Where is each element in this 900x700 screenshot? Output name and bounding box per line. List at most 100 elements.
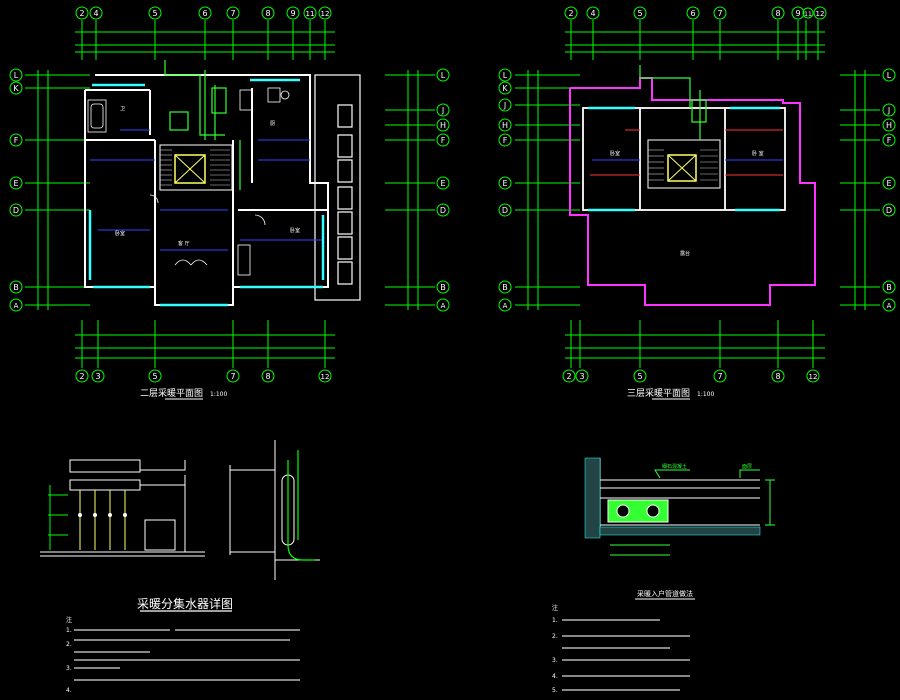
floor-detail-title: 采暖入户管道做法 (637, 589, 693, 598)
axis-bubble: 8 (771, 6, 785, 20)
axis-bubble: D (498, 203, 512, 217)
svg-text:B: B (13, 283, 19, 292)
plan2-title: 二层采暖平面图 (140, 387, 203, 399)
svg-text:B: B (440, 283, 446, 292)
svg-text:7: 7 (230, 372, 235, 381)
floor-label-concrete: 细石混凝土 (662, 463, 687, 470)
svg-text:J: J (441, 106, 444, 115)
svg-text:D: D (13, 206, 19, 215)
svg-text:6: 6 (690, 9, 695, 18)
svg-text:8: 8 (775, 372, 780, 381)
axis-bubble: 6 (686, 6, 700, 20)
axis-bubble: 7 (226, 6, 240, 20)
axis-bubble: 4 (586, 6, 600, 20)
svg-text:H: H (502, 121, 508, 130)
svg-text:3.: 3. (552, 657, 558, 664)
svg-text:8: 8 (775, 9, 780, 18)
axis-bubble: A (498, 298, 512, 312)
plan2-windows (88, 78, 325, 307)
plan3-stair-core (647, 139, 721, 189)
svg-text:6: 6 (202, 9, 207, 18)
plan2-drawing: 2 4 5 6 7 8 9 11 12 L K F E D (9, 6, 450, 400)
axis-bubble: 3 (575, 369, 589, 383)
svg-text:F: F (14, 136, 19, 145)
svg-text:A: A (503, 302, 508, 310)
svg-text:B: B (886, 283, 892, 292)
svg-text:11: 11 (804, 11, 812, 18)
axis-bubble: 5 (633, 6, 647, 20)
plan3-scale: 1:100 (697, 391, 714, 398)
axis-bubble: L (436, 68, 450, 82)
manifold-notes: 注 1. 2. 3. 4. (66, 616, 72, 694)
axis-bubble: L (9, 68, 23, 82)
svg-text:注: 注 (66, 616, 72, 624)
floor-label-surface: 面层 (742, 464, 752, 470)
axis-bubble: B (436, 280, 450, 294)
svg-text:A: A (441, 302, 446, 310)
plan2-blue-pipes (90, 129, 322, 251)
axis-bubble: H (882, 118, 896, 132)
axis-bubble: E (882, 176, 896, 190)
axis-bubble: 9 (791, 6, 805, 20)
plan2-right-axis-bubbles: L J H F E D B A (436, 68, 450, 312)
axis-bubble: 9 (286, 6, 300, 20)
axis-bubble: 6 (198, 6, 212, 20)
svg-text:E: E (502, 179, 507, 188)
manifold-note-text-lines (74, 629, 300, 681)
axis-bubble: 5 (633, 369, 647, 383)
floor-notes: 注 1. 2. 3. 4. 5. (552, 604, 558, 694)
svg-text:H: H (440, 121, 446, 130)
axis-bubble: 11 (802, 7, 814, 19)
svg-text:B: B (502, 283, 508, 292)
axis-bubble: J (498, 98, 512, 112)
axis-bubble: 5 (148, 369, 162, 383)
room-label: 卧室 (290, 227, 300, 234)
plan2-right-dimensions (385, 70, 435, 310)
plan3-red-pipes (590, 129, 783, 176)
svg-text:12: 12 (816, 10, 825, 18)
axis-bubble: L (882, 68, 896, 82)
plan2-top-axis-lines (81, 20, 326, 60)
svg-text:12: 12 (321, 10, 330, 18)
svg-text:12: 12 (809, 373, 818, 381)
axis-bubble: 12 (318, 369, 332, 383)
svg-text:1.: 1. (552, 617, 558, 624)
svg-text:2.: 2. (552, 633, 558, 640)
svg-text:4.: 4. (66, 687, 72, 694)
room-label: 客 厅 (178, 240, 190, 247)
plan2-stair-core (159, 144, 233, 191)
axis-bubble: E (498, 176, 512, 190)
manifold-detail-title: 采暖分集水器详图 (137, 596, 233, 611)
axis-bubble: D (436, 203, 450, 217)
svg-text:2.: 2. (66, 641, 72, 648)
axis-bubble: 11 (303, 6, 317, 20)
svg-text:7: 7 (717, 9, 722, 18)
svg-text:5: 5 (637, 9, 642, 18)
svg-text:A: A (14, 302, 19, 310)
plan2-fixtures (87, 87, 290, 276)
plan3-drawing: 2 4 5 6 7 8 9 11 12 L K J H (498, 6, 896, 400)
room-label: 卧室 (115, 230, 125, 237)
svg-text:9: 9 (290, 9, 295, 18)
axis-bubble: A (436, 298, 450, 312)
svg-text:A: A (887, 302, 892, 310)
plan2-left-axis-bubbles: L K F E D B A (9, 68, 23, 312)
axis-bubble: B (9, 280, 23, 294)
plan2-room-labels: 卧室 客 厅 卧室 卫 厨 (115, 106, 300, 247)
axis-bubble: L (498, 68, 512, 82)
axis-bubble: 2 (564, 6, 578, 20)
plan2-green-pipes (164, 60, 241, 190)
plan3-green-pipes (639, 65, 707, 140)
svg-text:L: L (503, 71, 508, 80)
svg-text:K: K (502, 84, 508, 93)
axis-bubble: D (9, 203, 23, 217)
svg-text:12: 12 (321, 373, 330, 381)
room-label: 厨 (270, 121, 275, 127)
svg-text:J: J (503, 101, 506, 110)
svg-text:2: 2 (568, 9, 573, 18)
axis-bubble: A (882, 298, 896, 312)
axis-bubble: F (9, 133, 23, 147)
room-label: 卫 (120, 106, 125, 112)
axis-bubble: 2 (75, 6, 89, 20)
